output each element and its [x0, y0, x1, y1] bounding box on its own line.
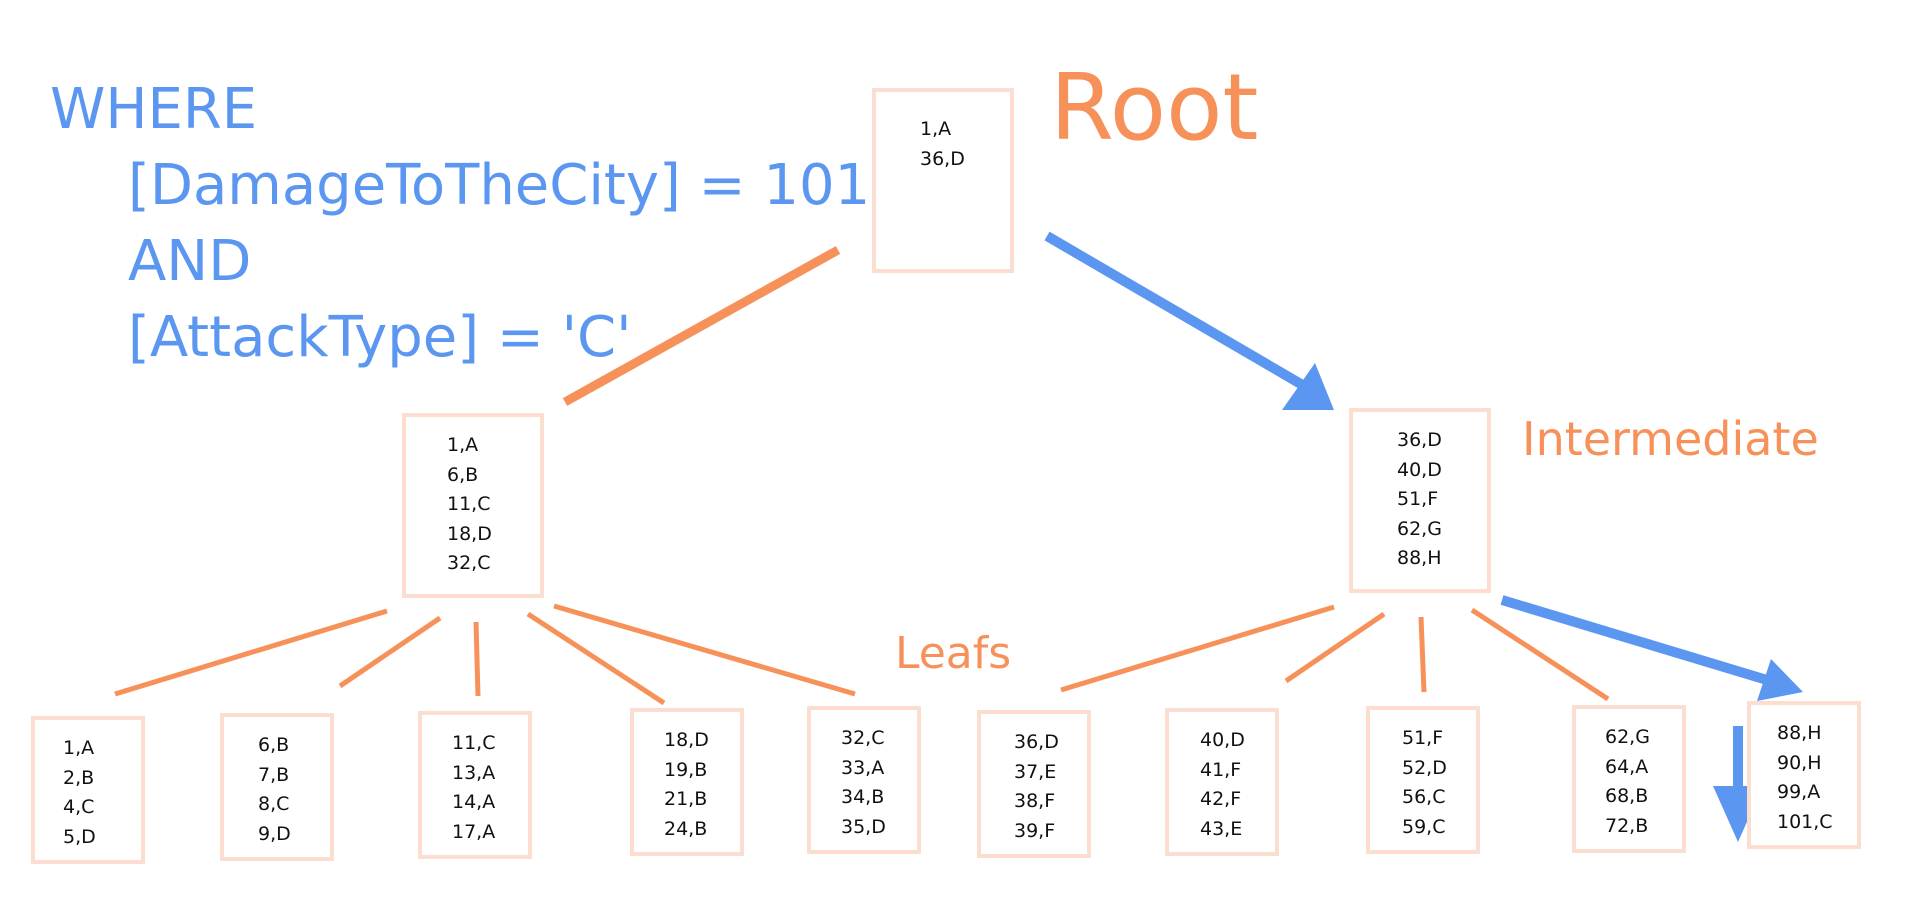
- edge-intermediate-right-to-leaf-6: [1060, 604, 1335, 693]
- node-entry: 52,D: [1402, 756, 1447, 779]
- leaf-node-7: 40,D 41,F 42,F 43,E: [1165, 708, 1279, 856]
- node-entry: 4,C: [63, 796, 95, 818]
- node-entry: 11,C: [452, 732, 496, 754]
- node-entry: 13,A: [452, 761, 496, 784]
- edge-intermediate-left-to-leaf-2: [338, 615, 442, 689]
- node-entry: 21,B: [664, 788, 708, 810]
- node-entry: 41,F: [1200, 758, 1242, 781]
- leaf-node-1: 1,A 2,B 4,C 5,D: [31, 716, 145, 864]
- edge-intermediate-right-to-leaf-8: [1418, 616, 1427, 693]
- edge-intermediate-right-to-leaf-9: [1470, 607, 1610, 702]
- node-entry: 11,C: [447, 493, 491, 515]
- leaf-node-4: 18,D 19,B 21,B 24,B: [630, 708, 744, 856]
- node-entry: 33,A: [841, 756, 885, 779]
- intermediate-node-left: 1,A 6,B 11,C 18,D 32,C: [402, 413, 544, 598]
- label-leafs: Leafs: [895, 628, 1012, 679]
- label-root: Root: [1050, 54, 1259, 161]
- query-line: [AttackType] = 'C': [128, 305, 632, 370]
- node-entry: 99,A: [1777, 781, 1821, 803]
- node-entry: 35,D: [841, 815, 886, 838]
- node-entry: 62,G: [1605, 726, 1650, 748]
- node-entry: 51,F: [1397, 488, 1439, 510]
- query-where-clause: WHERE [DamageToTheCity] = 101 AND [Attac…: [50, 72, 870, 376]
- query-line: AND: [128, 229, 252, 294]
- intermediate-node-right: 36,D 40,D 51,F 62,G 88,H: [1349, 408, 1491, 593]
- node-entry: 68,B: [1605, 785, 1649, 807]
- edge-intermediate-right-to-leaf-7: [1284, 611, 1386, 684]
- node-entry: 38,F: [1014, 790, 1056, 812]
- node-entry: 37,E: [1014, 760, 1057, 783]
- node-entry: 18,D: [664, 729, 709, 751]
- node-entry: 6,B: [258, 734, 290, 756]
- node-entry: 88,H: [1777, 722, 1822, 744]
- node-entry: 34,B: [841, 786, 885, 808]
- node-entry: 32,C: [841, 727, 885, 749]
- search-path-arrow-root-shaft: [1044, 231, 1309, 392]
- leaf-node-9: 62,G 64,A 68,B 72,B: [1572, 705, 1686, 853]
- node-entry: 40,D: [1200, 729, 1245, 751]
- node-entry: 88,H: [1397, 547, 1442, 569]
- leaf-node-2: 6,B 7,B 8,C 9,D: [220, 713, 334, 861]
- node-entry: 36,D: [1014, 731, 1059, 753]
- node-entry: 40,D: [1397, 458, 1442, 481]
- node-entry: 1,A: [920, 118, 952, 140]
- node-entry: 56,C: [1402, 786, 1446, 808]
- node-entry: 39,F: [1014, 819, 1056, 842]
- node-entry: 59,C: [1402, 815, 1446, 838]
- node-entry: 43,E: [1200, 817, 1243, 840]
- node-entry: 1,A: [63, 737, 95, 759]
- search-path-arrow-intermediate-shaft: [1500, 595, 1769, 685]
- edge-intermediate-left-to-leaf-5: [553, 603, 856, 697]
- root-node: 1,A 36,D: [872, 88, 1014, 273]
- node-entry: 64,A: [1605, 755, 1649, 778]
- node-entry: 42,F: [1200, 788, 1242, 810]
- leaf-node-10: 88,H 90,H 99,A 101,C: [1747, 701, 1861, 849]
- node-entry: 101,C: [1777, 810, 1833, 833]
- node-entry: 17,A: [452, 820, 496, 843]
- search-path-arrow-intermediate-head: [1757, 659, 1803, 701]
- node-entry: 62,G: [1397, 517, 1442, 540]
- node-entry: 2,B: [63, 766, 95, 789]
- query-line: WHERE: [50, 77, 258, 142]
- edge-root-to-intermediate-left: [562, 246, 841, 406]
- node-entry: 90,H: [1777, 751, 1822, 774]
- edge-intermediate-left-to-leaf-4: [526, 611, 666, 706]
- node-entry: 9,D: [258, 822, 291, 845]
- leaf-node-8: 51,F 52,D 56,C 59,C: [1366, 706, 1480, 854]
- node-entry: 32,C: [447, 552, 491, 574]
- node-entry: 14,A: [452, 791, 496, 813]
- node-entry: 1,A: [447, 434, 479, 456]
- label-intermediate: Intermediate: [1522, 412, 1819, 466]
- leaf-node-5: 32,C 33,A 34,B 35,D: [807, 706, 921, 854]
- node-entry: 5,D: [63, 825, 96, 848]
- node-entry: 36,D: [1397, 429, 1442, 451]
- search-path-arrow-root-head: [1282, 363, 1334, 410]
- leaf-node-6: 36,D 37,E 38,F 39,F: [977, 710, 1091, 858]
- node-entry: 51,F: [1402, 727, 1444, 749]
- edge-intermediate-left-to-leaf-1: [114, 608, 388, 697]
- node-entry: 36,D: [920, 147, 965, 170]
- node-entry: 72,B: [1605, 814, 1649, 837]
- node-entry: 6,B: [447, 463, 479, 486]
- node-entry: 8,C: [258, 793, 290, 815]
- leaf-node-3: 11,C 13,A 14,A 17,A: [418, 711, 532, 859]
- edge-intermediate-left-to-leaf-3: [473, 621, 481, 697]
- node-entry: 24,B: [664, 817, 708, 840]
- query-line: [DamageToTheCity] = 101: [128, 153, 871, 218]
- node-entry: 7,B: [258, 763, 290, 786]
- node-entry: 18,D: [447, 522, 492, 545]
- node-entry: 19,B: [664, 758, 708, 781]
